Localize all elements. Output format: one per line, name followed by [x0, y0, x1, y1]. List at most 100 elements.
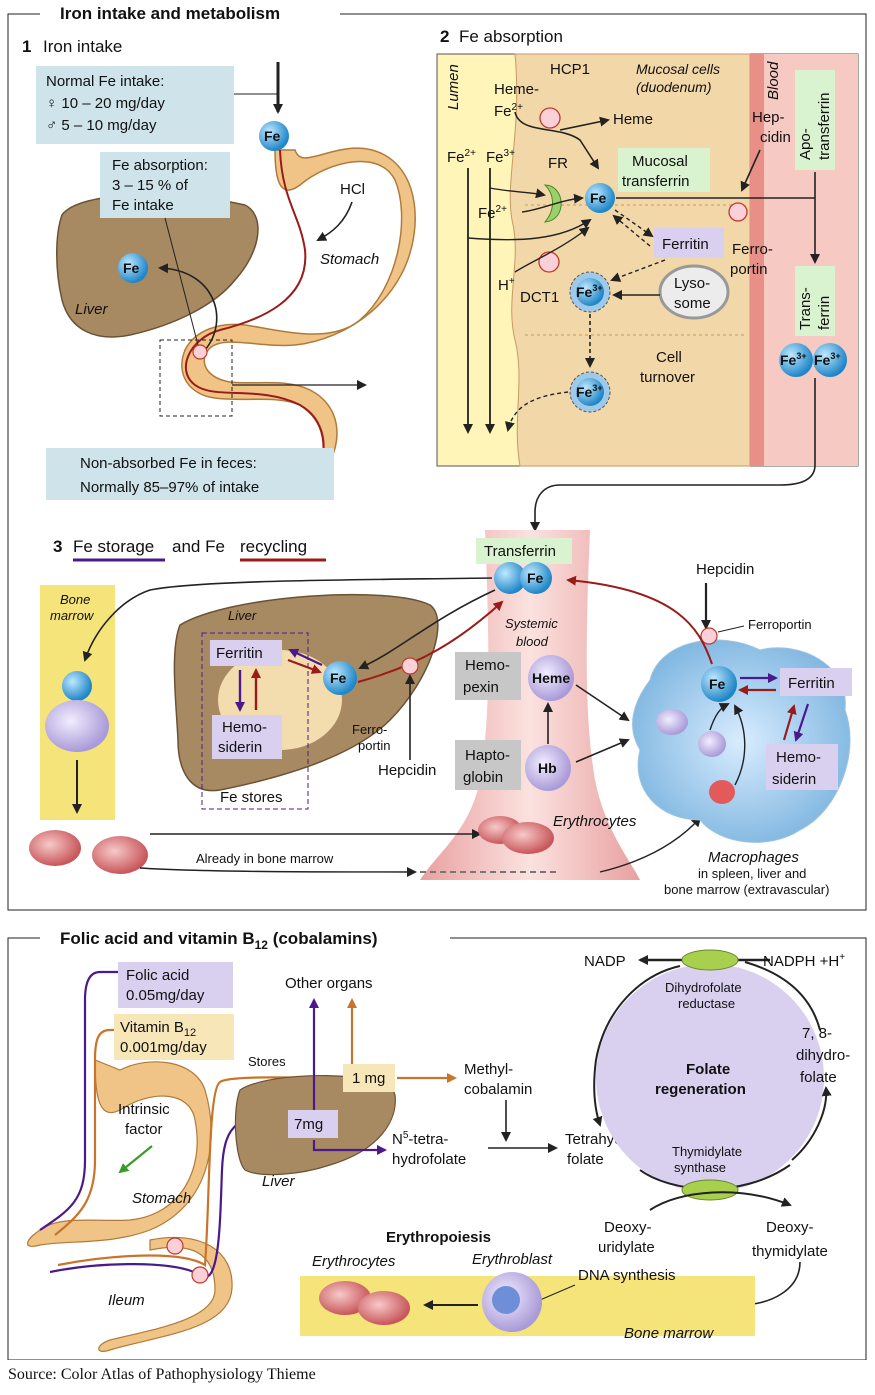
thf-2: folate: [567, 1151, 604, 1168]
mucosal-transferrin-box: [618, 148, 710, 192]
transferrin-blood-box: [795, 266, 835, 336]
fe-macro-label: Fe: [709, 676, 726, 692]
mucosal-tf-1: Mucosal: [632, 153, 688, 170]
dct1-label: DCT1: [520, 289, 559, 306]
ferroportin-liver-icon: [401, 657, 419, 675]
hcp1-transporter-icon: [539, 107, 561, 129]
h-plus-label: H+: [498, 276, 515, 294]
ferritin-liver-label: Ferritin: [216, 645, 263, 662]
folic-acid-box: [118, 962, 233, 1008]
cell-turnover-1: Cell: [656, 349, 682, 366]
s2-title: Fe absorption: [459, 27, 563, 46]
erythroblast-bone-marrow: [45, 700, 109, 752]
folic-title: Folic acid and vitamin B12 (cobalamins): [60, 929, 378, 952]
dhf-2: dihydro-: [796, 1047, 850, 1064]
fe-liver-s3: [323, 661, 357, 695]
fe-ion-mucosal: [585, 183, 615, 213]
systemic-blood-2: blood: [516, 634, 549, 649]
hemopexin-box: [455, 652, 521, 700]
intake-title: Normal Fe intake:: [46, 73, 164, 90]
dhfr-1: Dihydrofolate: [665, 980, 742, 995]
stomach-label: Stomach: [320, 251, 379, 268]
ferritin-s2-label: Ferritin: [662, 236, 709, 253]
intake-male: ♂ 5 – 10 mg/day: [46, 117, 157, 134]
erythrocytes-folic-label: Erythrocytes: [312, 1253, 396, 1270]
fe-macro: [701, 666, 737, 702]
transferrin-s3-box: [476, 538, 572, 564]
erythroblast-label: Erythroblast: [472, 1251, 553, 1268]
vitamin-b12-box: [114, 1014, 234, 1060]
blood-label: Blood: [765, 61, 782, 100]
folic-liver-label: Liver: [262, 1173, 296, 1190]
ferritin-macro-box: [780, 668, 852, 696]
liver-label: Liver: [75, 301, 109, 318]
dna-synthesis-label: DNA synthesis: [578, 1267, 676, 1284]
fe-liver-s3-label: Fe: [330, 670, 347, 686]
erythropoiesis-label: Erythropoiesis: [386, 1229, 491, 1246]
fe-stores-label: Fe stores: [220, 789, 283, 806]
deoxythymidylate-2: thymidylate: [752, 1243, 828, 1260]
fe3-shed-label: Fe3+: [576, 383, 603, 400]
transferrin-s2-1: Trans-: [797, 287, 814, 330]
fe-mucosal-label: Fe: [590, 190, 607, 206]
iron-title: Iron intake and metabolism: [60, 4, 280, 23]
deoxyuridylate-1: Deoxy-: [604, 1219, 652, 1236]
transferrin-s3-label: Transferrin: [484, 543, 556, 560]
heme-s3-label: Heme: [532, 670, 570, 686]
deoxythymidylate-1: Deoxy-: [766, 1219, 814, 1236]
dhfr-2: reductase: [678, 996, 735, 1011]
rbc-1: [29, 830, 81, 866]
other-organs-label: Other organs: [285, 975, 373, 992]
heme-circle: [528, 655, 574, 701]
fe3-transferrin-a: [779, 343, 813, 377]
ferrireductase-icon: [543, 184, 562, 223]
lumen-label: Lumen: [445, 64, 462, 110]
ferritin-s2-box: [654, 228, 724, 258]
ferritin-liver-box: [210, 640, 282, 666]
s3-title-recycling: recycling: [240, 537, 307, 556]
systemic-blood-1: Systemic: [505, 616, 558, 631]
fr-label: FR: [548, 155, 568, 172]
fe3-tf-b-label: Fe3+: [814, 351, 841, 368]
ferroportin-s2-icon: [728, 202, 748, 222]
hepcidin-macro-label: Hepcidin: [696, 561, 754, 578]
absorption-site-icon: [192, 344, 208, 360]
systemic-blood-vessel: [420, 530, 640, 880]
macrophages-sub-1: in spleen, liver and: [698, 866, 806, 881]
s3-number: 3: [53, 537, 62, 556]
fe3-transferrin-b: [813, 343, 847, 377]
vitamin-b12-2: 0.001mg/day: [120, 1039, 207, 1056]
hemosiderin-macro-1: Hemo-: [776, 749, 821, 766]
vitamin-b12-path: [54, 1028, 346, 1267]
folic-stomach-label: Stomach: [132, 1190, 191, 1207]
n5-thf-1: N5-tetra-: [392, 1130, 448, 1148]
hepcidin-s2-2: cidin: [760, 129, 791, 146]
transferrin-s2-2: ferrin: [816, 296, 833, 330]
rbc-2: [92, 836, 148, 874]
nadph-label: NADPH +H+: [763, 952, 845, 970]
fe3-label: Fe3+: [486, 148, 515, 166]
hemosiderin-liver-box: [212, 715, 282, 759]
one-mg-label: 1 mg: [352, 1070, 385, 1087]
ileum-shape: [98, 1236, 233, 1352]
intake-female: ♀ 10 – 20 mg/day: [46, 95, 165, 112]
ferritin-macro-label: Ferritin: [788, 675, 835, 692]
fe2-reduced-label: Fe2+: [478, 204, 507, 222]
heme-label: Heme: [613, 111, 653, 128]
folic-acid-1: Folic acid: [126, 967, 189, 984]
dhf-1: 7, 8-: [802, 1025, 832, 1042]
apotransferrin-1: Apo-: [797, 128, 814, 160]
rbc-vessel: [502, 822, 554, 854]
absorption-label-2: 3 – 15 % of: [112, 177, 189, 194]
fe-transferrin-s3: [520, 562, 552, 594]
haptoglobin-1: Hapto-: [465, 747, 510, 764]
fe-ion-intake: [259, 121, 289, 151]
fe-bone-marrow: [62, 671, 92, 701]
nonabsorbed-1: Non-absorbed Fe in feces:: [80, 455, 257, 472]
hepcidin-s2-1: Hep-: [752, 109, 785, 126]
lysosome-2: some: [674, 295, 711, 312]
haptoglobin-box: [455, 740, 521, 790]
mucosal-label-1: Mucosal cells: [636, 61, 720, 77]
bone-marrow-folic-label: Bone marrow: [624, 1325, 714, 1342]
folate-regeneration-circle: [596, 964, 824, 1192]
